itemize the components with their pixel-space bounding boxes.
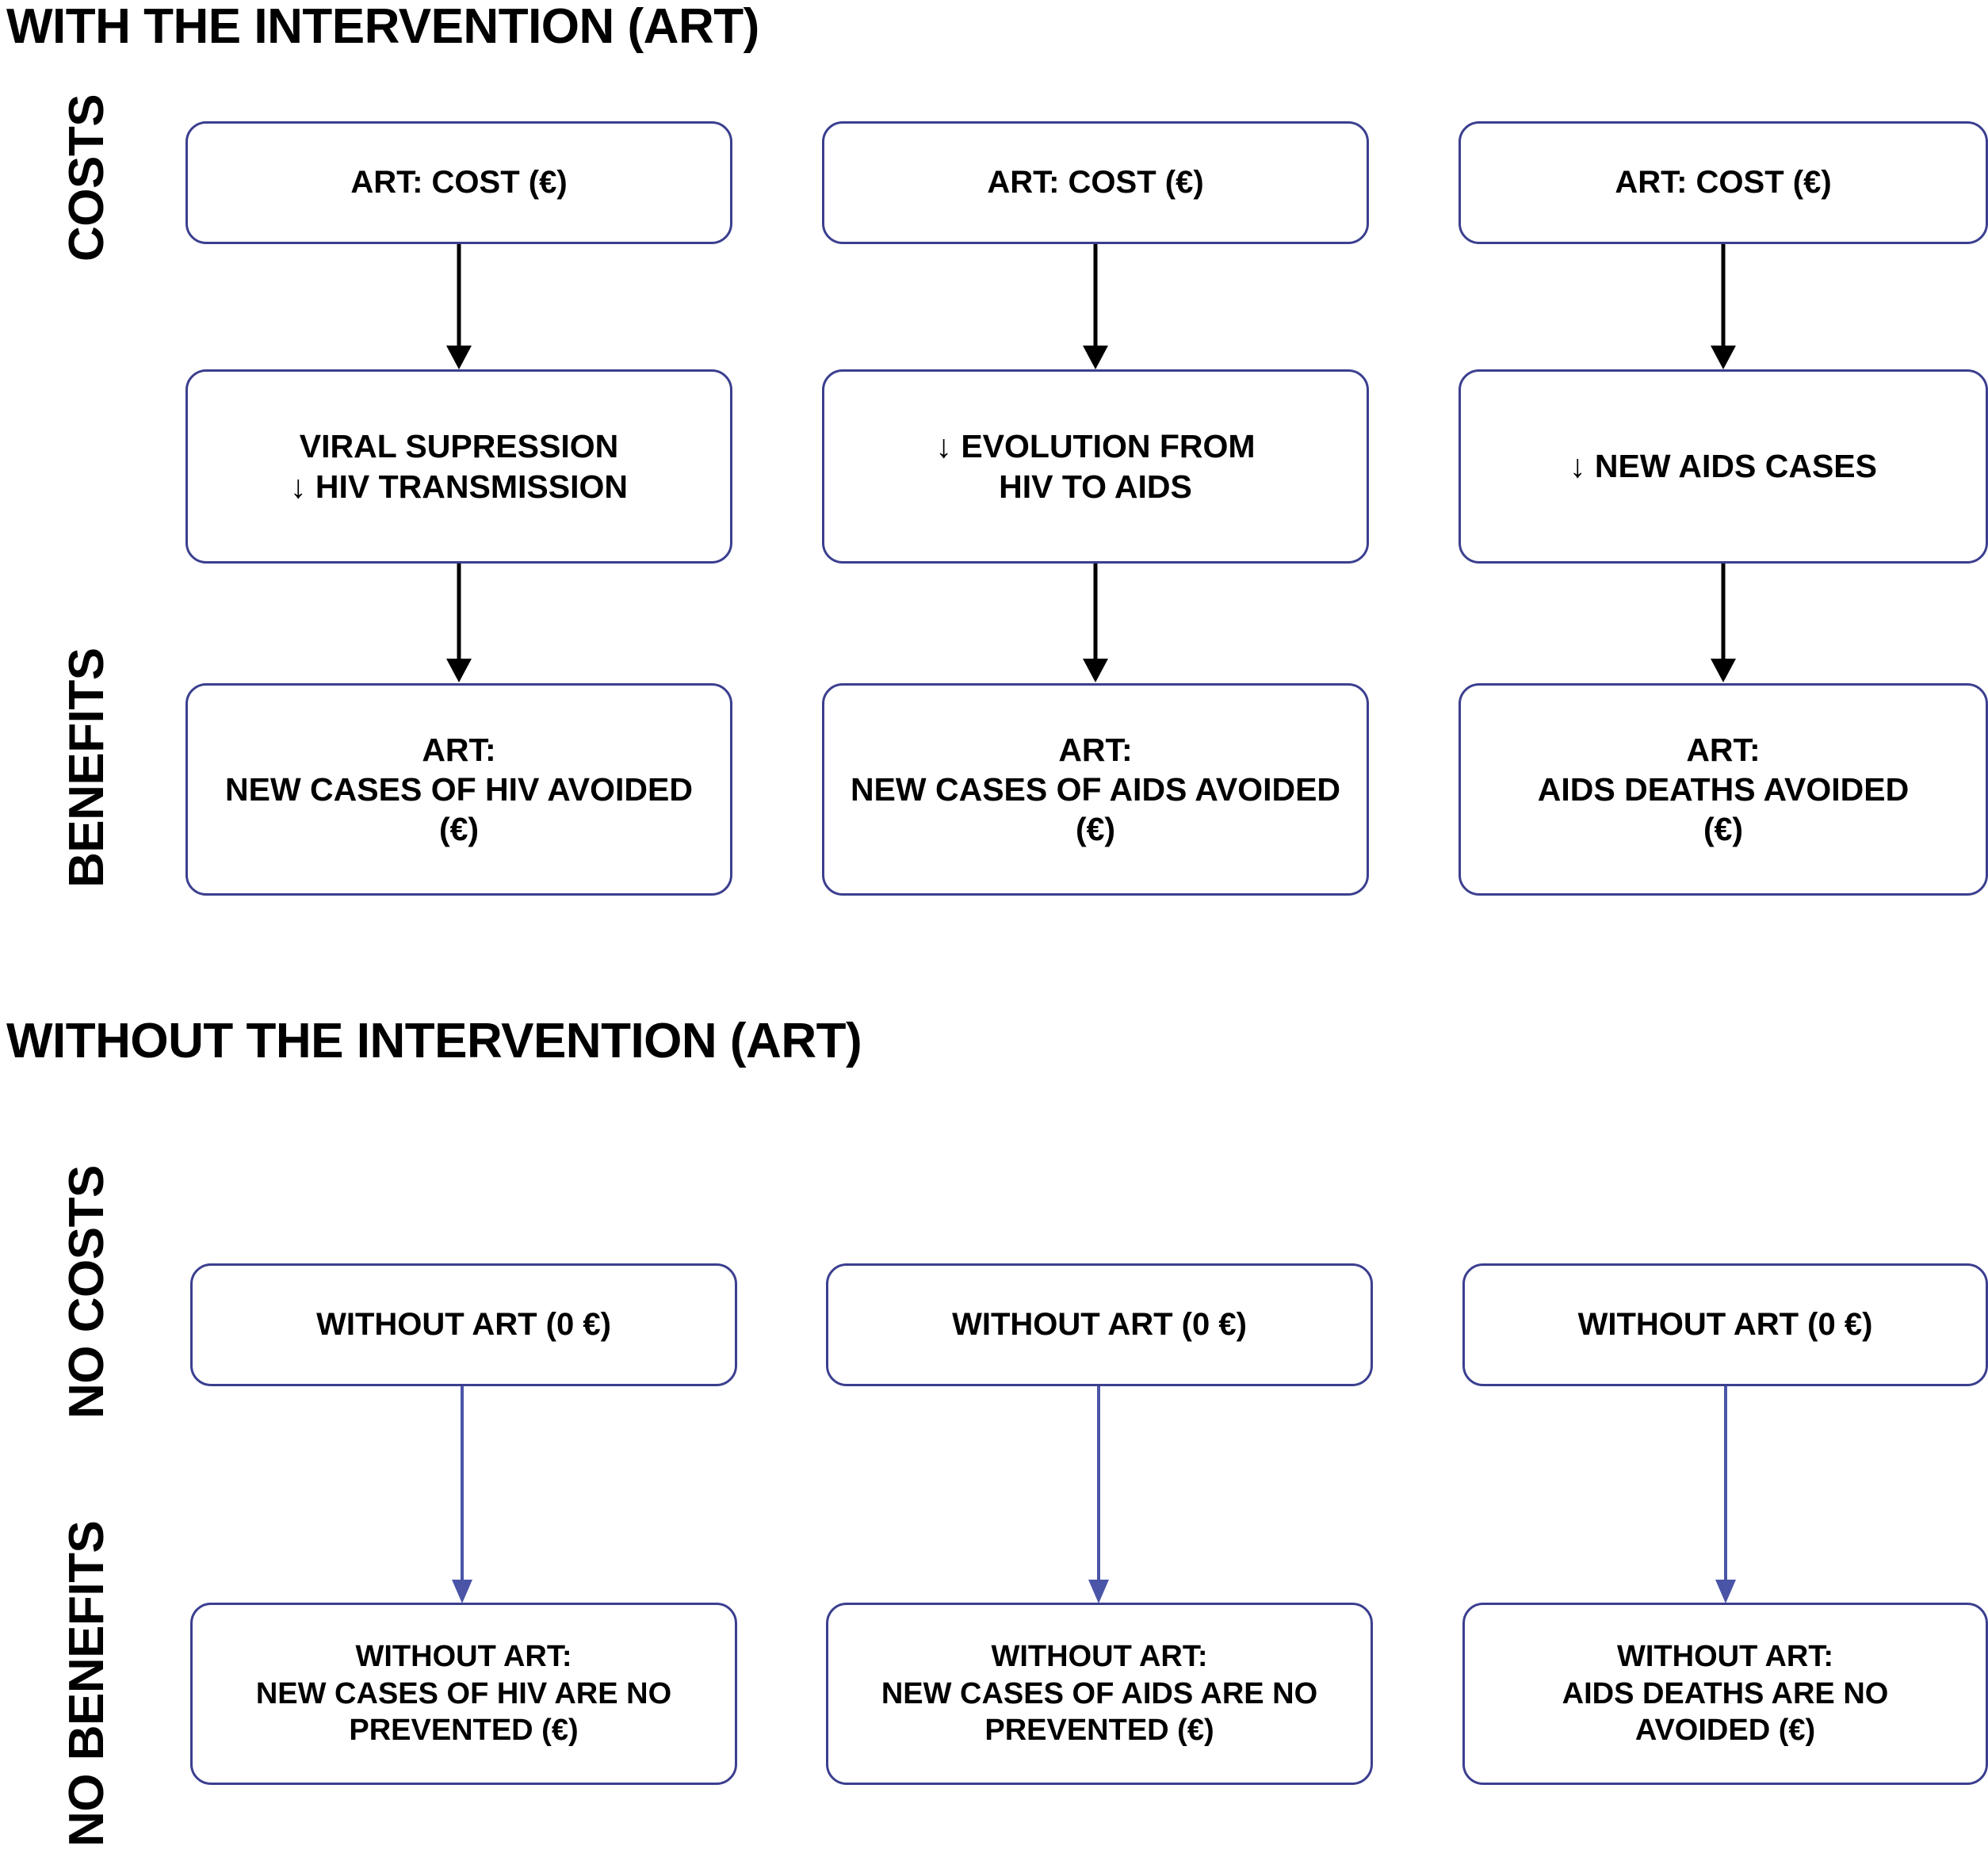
node-text-line1: ART: (422, 731, 496, 768)
node-text-line3: PREVENTED (€) (349, 1714, 579, 1748)
node-text: WITHOUT ART (0 €) (316, 1307, 611, 1343)
node-text-line3: (€) (1703, 811, 1744, 847)
row-label-benefits: BENEFITS (59, 648, 114, 888)
node-cost-col3: ART: COST (€) (1459, 121, 1988, 244)
node-mechanism-col2: ↓ EVOLUTION FROM HIV TO AIDS (822, 369, 1369, 564)
node-text: WITHOUT ART (0 €) (1577, 1307, 1873, 1343)
node-text: ART: COST (€) (1615, 165, 1832, 201)
node-benefit-col2: ART: NEW CASES OF AIDS AVOIDED (€) (822, 683, 1369, 896)
section-title-without-intervention: WITHOUT THE INTERVENTION (ART) (6, 1014, 862, 1068)
arrow-no-cost-to-no-benefit-col3 (1710, 1386, 1741, 1605)
arrow-cost-to-mechanism-col2 (1078, 244, 1113, 371)
node-benefit-col3: ART: AIDS DEATHS AVOIDED (€) (1459, 683, 1988, 896)
node-text-line1: ART: (1686, 731, 1761, 768)
node-cost-col2: ART: COST (€) (822, 121, 1369, 244)
node-mechanism-col1: VIRAL SUPRESSION ↓ HIV TRANSMISSION (185, 369, 732, 564)
node-text-line3: AVOIDED (€) (1634, 1714, 1816, 1748)
arrow-mechanism-to-benefit-col2 (1078, 564, 1113, 684)
node-benefit-col1: ART: NEW CASES OF HIV AVOIDED (€) (185, 683, 732, 896)
node-text-line1: VIRAL SUPRESSION (299, 428, 619, 465)
arrow-cost-to-mechanism-col3 (1706, 244, 1741, 371)
node-text-line3: (€) (1075, 811, 1116, 847)
node-text-line2: AIDS DEATHS ARE NO (1562, 1676, 1889, 1710)
arrow-cost-to-mechanism-col1 (442, 244, 476, 371)
arrow-mechanism-to-benefit-col1 (442, 564, 476, 684)
node-text-line2: AIDS DEATHS AVOIDED (1537, 770, 1910, 808)
node-text-line1: ↓ EVOLUTION FROM (935, 428, 1256, 465)
node-text-line1: ↓ NEW AIDS CASES (1569, 448, 1878, 485)
node-text-line2: NEW CASES OF AIDS AVOIDED (850, 770, 1341, 808)
row-label-costs: COSTS (59, 94, 114, 262)
node-no-benefit-col2: WITHOUT ART: NEW CASES OF AIDS ARE NO PR… (826, 1603, 1373, 1785)
node-text-line3: PREVENTED (€) (984, 1714, 1214, 1748)
node-text-line3: (€) (438, 811, 480, 847)
node-no-cost-col2: WITHOUT ART (0 €) (826, 1263, 1373, 1386)
node-no-benefit-col1: WITHOUT ART: NEW CASES OF HIV ARE NO PRE… (190, 1603, 737, 1785)
row-label-no-benefits: NO BENEFITS (59, 1520, 114, 1847)
row-label-no-costs: NO COSTS (59, 1165, 114, 1419)
node-no-cost-col3: WITHOUT ART (0 €) (1462, 1263, 1988, 1386)
node-text-line2: NEW CASES OF AIDS ARE NO (881, 1676, 1318, 1710)
node-text: WITHOUT ART (0 €) (952, 1307, 1247, 1343)
arrow-mechanism-to-benefit-col3 (1706, 564, 1741, 684)
node-mechanism-col3: ↓ NEW AIDS CASES (1459, 369, 1988, 564)
node-cost-col1: ART: COST (€) (185, 121, 732, 244)
node-text-line1: ART: (1058, 731, 1133, 768)
arrow-no-cost-to-no-benefit-col1 (446, 1386, 478, 1605)
arrow-no-cost-to-no-benefit-col2 (1083, 1386, 1114, 1605)
node-text-line2: NEW CASES OF HIV AVOIDED (225, 770, 693, 808)
node-text-line1: WITHOUT ART: (991, 1640, 1208, 1674)
node-text: ART: COST (€) (987, 165, 1204, 201)
section-title-with-intervention: WITH THE INTERVENTION (ART) (6, 0, 759, 54)
node-text-line1: WITHOUT ART: (355, 1640, 572, 1674)
node-text-line2: ↓ HIV TRANSMISSION (290, 468, 628, 505)
node-text-line2: NEW CASES OF HIV ARE NO (255, 1676, 672, 1710)
node-text: ART: COST (€) (350, 165, 568, 201)
node-no-benefit-col3: WITHOUT ART: AIDS DEATHS ARE NO AVOIDED … (1462, 1603, 1988, 1785)
node-no-cost-col1: WITHOUT ART (0 €) (190, 1263, 737, 1386)
node-text-line2: HIV TO AIDS (999, 468, 1192, 505)
node-text-line1: WITHOUT ART: (1617, 1640, 1833, 1674)
